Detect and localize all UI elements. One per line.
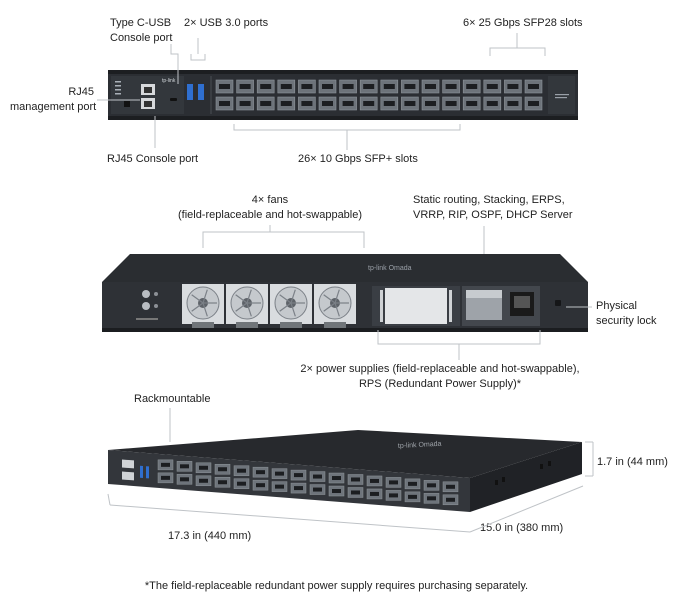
type-c-console-label: Type C-USB Console port	[110, 16, 172, 46]
lock-line1: Physical	[596, 300, 637, 312]
rear-brand-logo: tp-link Omada	[368, 265, 412, 272]
features-line2: VRRP, RIP, OSPF, DHCP Server	[413, 209, 573, 221]
fan-module	[270, 284, 312, 328]
angled-device: tp-link Omada	[108, 430, 582, 512]
power-supplies-label: 2× power supplies (field-replaceable and…	[285, 362, 595, 392]
height-dimension-label: 1.7 in (44 mm)	[597, 456, 668, 468]
usb-ports-label: 2× USB 3.0 ports	[184, 17, 269, 29]
security-lock-label: Physical security lock	[596, 299, 657, 329]
sfp-plus-slots-label: 26× 10 Gbps SFP+ slots	[298, 153, 418, 165]
features-line1: Static routing, Stacking, ERPS,	[413, 194, 565, 206]
type-c-label-line2: Console port	[110, 32, 173, 44]
rj45-console-label: RJ45 Console port	[107, 153, 199, 165]
width-dimension-label: 17.3 in (440 mm)	[168, 530, 252, 542]
depth-dimension-label: 15.0 in (380 mm)	[480, 522, 564, 534]
footnote: *The field-replaceable redundant power s…	[144, 580, 529, 592]
fan-module	[226, 284, 268, 328]
fan-module	[314, 284, 356, 328]
rackmountable-label: Rackmountable	[134, 393, 211, 405]
power-line2: RPS (Redundant Power Supply)*	[358, 378, 522, 390]
rj45-mgmt-line2: management port	[10, 101, 97, 113]
power-line1: 2× power supplies (field-replaceable and…	[300, 363, 580, 375]
lock-line2: security lock	[596, 315, 657, 327]
angled-brand-logo: tp-link Omada	[398, 441, 442, 450]
fan-module	[182, 284, 224, 328]
rj45-management-label: RJ45 management port	[10, 85, 97, 115]
fans-label-line1: 4× fans	[251, 194, 289, 206]
front-panel-device: tp-link	[108, 70, 578, 120]
fans-label: 4× fans (field-replaceable and hot-swapp…	[170, 193, 370, 223]
front-brand-logo: tp-link	[162, 78, 176, 84]
sfp28-slots-label: 6× 25 Gbps SFP28 slots	[463, 17, 583, 29]
features-label: Static routing, Stacking, ERPS, VRRP, RI…	[413, 193, 573, 223]
rear-panel-device: tp-link Omada	[102, 254, 588, 332]
type-c-label-line1: Type C-USB	[110, 17, 172, 29]
fans-label-line2: (field-replaceable and hot-swappable)	[177, 209, 363, 221]
rj45-mgmt-line1: RJ45	[68, 86, 94, 98]
